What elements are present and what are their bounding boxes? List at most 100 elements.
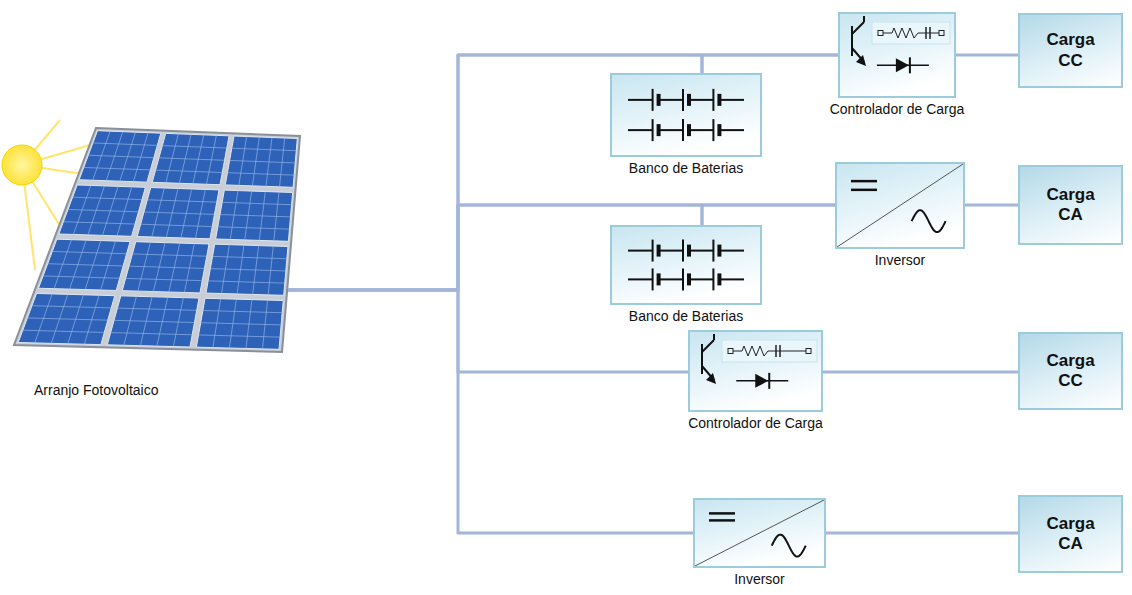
panel-module — [107, 296, 199, 347]
symbol-stroke — [652, 89, 654, 111]
symbol-stroke — [682, 268, 684, 290]
wire-connector — [288, 205, 835, 290]
symbol-stroke — [719, 250, 744, 252]
diode-symbol — [896, 58, 909, 72]
symbol-stroke — [712, 240, 714, 262]
inv-symbol — [837, 164, 963, 247]
symbol-stroke — [837, 164, 963, 247]
inv-symbol — [695, 500, 824, 566]
terminal — [878, 31, 883, 36]
symbol-stroke — [628, 99, 653, 101]
symbol-stroke — [709, 519, 735, 522]
terminal — [939, 31, 944, 36]
cell-line — [147, 200, 216, 202]
cell-line — [144, 212, 215, 214]
cell-line — [52, 251, 126, 253]
cell-line — [213, 256, 287, 258]
solar-panel — [14, 128, 300, 352]
bat-symbol — [628, 89, 744, 141]
diode-symbol — [755, 374, 768, 388]
symbol-stroke — [719, 99, 744, 101]
cell-line — [227, 173, 294, 175]
panel-module — [225, 136, 297, 187]
node-label: Banco de Baterias — [629, 308, 743, 324]
node-label: Banco de Baterias — [629, 160, 743, 176]
cell-line — [88, 155, 154, 157]
node-label: Arranjo Fotovoltaico — [34, 382, 159, 398]
cell-line — [232, 148, 296, 150]
wire-connector — [288, 205, 702, 290]
emitter-arrow — [856, 55, 866, 66]
sine-symbol — [912, 210, 946, 232]
symbol-stroke — [695, 500, 824, 566]
box-fill — [688, 330, 823, 412]
cell-line — [43, 276, 120, 278]
cell-line — [222, 202, 291, 204]
box-fill — [693, 498, 826, 568]
panel-module — [59, 185, 146, 236]
symbol-stroke — [712, 89, 714, 111]
cell-line — [117, 308, 196, 310]
symbol-stroke — [925, 27, 927, 39]
wire-connector — [288, 290, 688, 372]
symbol-stroke — [775, 345, 777, 357]
terminal — [806, 349, 811, 354]
cell-line — [84, 167, 151, 169]
emitter-arrow — [706, 373, 716, 384]
cell-line — [23, 330, 105, 332]
cell-line — [159, 158, 225, 160]
symbol-stroke — [659, 278, 683, 280]
box-fill — [610, 73, 762, 157]
resistor-symbol — [883, 28, 939, 38]
cell-line — [230, 160, 296, 162]
load-box: Carga CC — [1018, 332, 1123, 410]
device-box: Inversor — [693, 498, 826, 568]
panel-module — [122, 242, 209, 293]
symbol-stroke — [909, 57, 911, 73]
component-strip — [722, 340, 817, 362]
symbol-stroke — [689, 99, 713, 101]
cell-line — [220, 215, 291, 217]
box-fill — [835, 162, 965, 249]
symbol-stroke — [702, 340, 714, 352]
cell-line — [73, 197, 142, 199]
wire-connector — [956, 54, 1018, 57]
cell-line — [111, 333, 193, 335]
device-box: Controlador de Carga — [838, 12, 956, 98]
ctrl-symbol — [702, 334, 817, 389]
symbol-stroke — [689, 278, 713, 280]
device-box: Inversor — [835, 162, 965, 249]
symbol-stroke — [652, 268, 654, 290]
panel-module — [18, 293, 115, 344]
symbol-stroke — [701, 344, 703, 374]
panel-module — [79, 131, 161, 182]
symbol-stroke — [659, 250, 683, 252]
wire-connector — [702, 55, 838, 73]
cell-line — [132, 254, 206, 256]
cell-line — [93, 143, 157, 145]
node-label: Inversor — [734, 571, 785, 587]
component-strip — [872, 22, 950, 44]
panel-module — [206, 244, 288, 295]
symbol-stroke — [709, 512, 735, 515]
symbol-stroke — [712, 268, 714, 290]
cell-line — [27, 318, 107, 320]
symbol-stroke — [851, 26, 853, 56]
wire-connector — [702, 205, 835, 225]
load-box: Carga CA — [1018, 495, 1123, 573]
ctrl-symbol — [852, 16, 950, 73]
wire-connector — [826, 532, 1018, 535]
sine-symbol — [772, 535, 806, 557]
symbol-stroke — [719, 278, 744, 280]
pv-array: Arranjo Fotovoltaico — [10, 120, 288, 402]
panel-module — [38, 239, 130, 290]
node-label: Carga CA — [1046, 514, 1094, 555]
node-label: Inversor — [875, 252, 926, 268]
bat-symbol — [628, 240, 744, 291]
symbol-stroke — [719, 129, 744, 131]
symbol-stroke — [779, 345, 781, 357]
box-fill — [610, 225, 762, 305]
